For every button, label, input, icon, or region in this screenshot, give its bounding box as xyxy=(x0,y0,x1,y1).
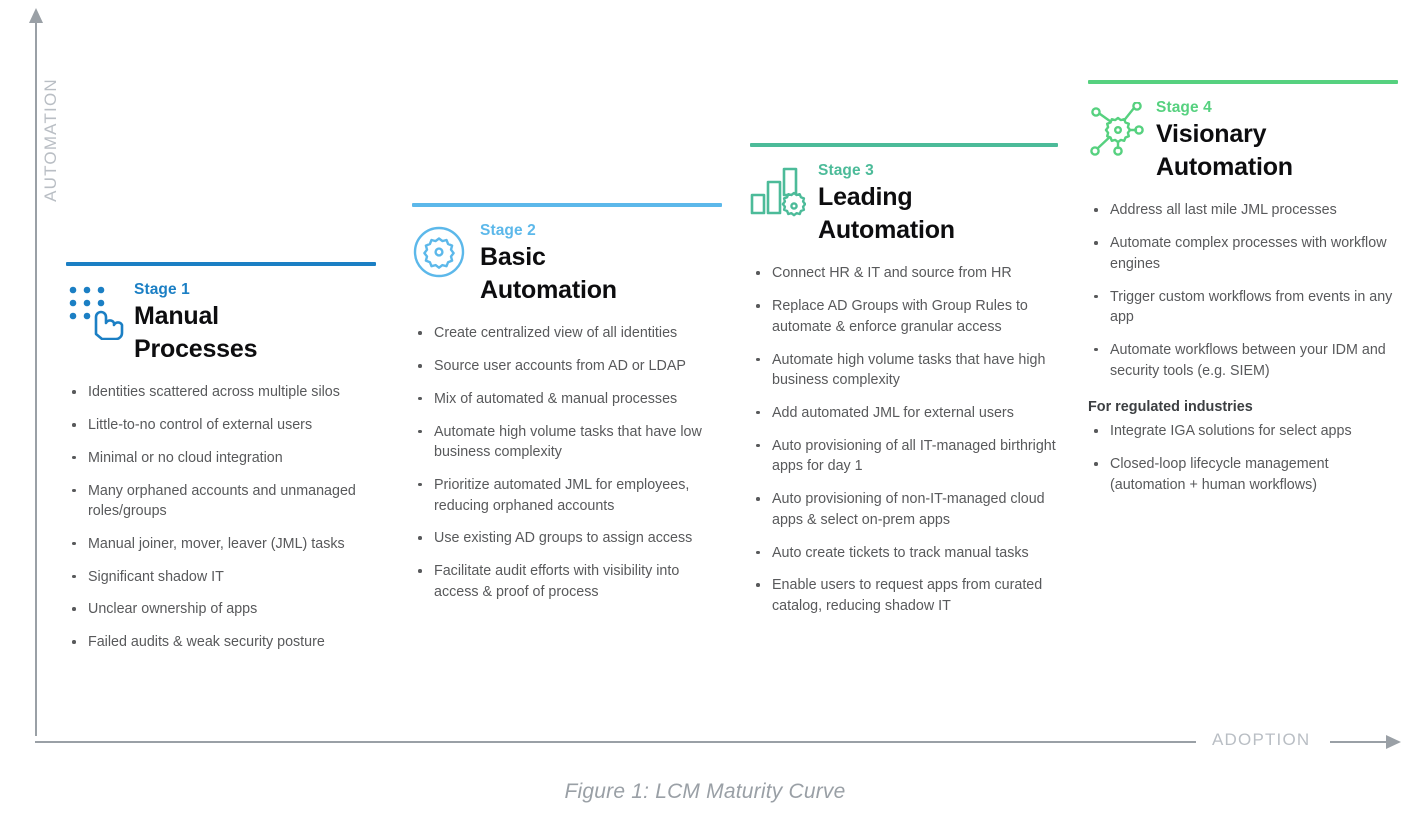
list-item: Unclear ownership of apps xyxy=(66,599,376,620)
stage-card-3: Stage 3 Leading Automation Connect HR & … xyxy=(750,143,1058,629)
bar-chart-gear-icon xyxy=(750,161,816,219)
stage-bullets-4: Address all last mile JML processes Auto… xyxy=(1088,200,1398,381)
stage-title-line2: Automation xyxy=(1156,153,1293,182)
stage-title-line1: Basic xyxy=(480,243,546,272)
stage-title-line2: Automation xyxy=(480,276,617,305)
stage-title-2: Basic Automation xyxy=(480,241,690,307)
keypad-hand-icon xyxy=(66,280,132,340)
regulated-industries-heading: For regulated industries xyxy=(1088,399,1253,416)
list-item: Manual joiner, mover, leaver (JML) tasks xyxy=(66,534,376,555)
stage-title-3: Leading Automation xyxy=(818,181,1048,247)
stage-title-line1: Visionary xyxy=(1156,120,1267,149)
x-axis-label: ADOPTION xyxy=(1212,730,1311,749)
list-item: Auto provisioning of non-IT-managed clou… xyxy=(750,489,1058,530)
list-item: Replace AD Groups with Group Rules to au… xyxy=(750,296,1058,337)
stage-bullets-1: Identities scattered across multiple sil… xyxy=(66,382,376,652)
list-item: Failed audits & weak security posture xyxy=(66,632,376,653)
stage-title-4: Visionary Automation xyxy=(1156,118,1386,184)
list-item: Add automated JML for external users xyxy=(750,403,1058,424)
stage-rule-3 xyxy=(750,143,1058,147)
list-item: Create centralized view of all identitie… xyxy=(412,323,722,344)
list-item: Source user accounts from AD or LDAP xyxy=(412,356,722,377)
list-item: Use existing AD groups to assign access xyxy=(412,528,722,549)
list-item: Auto create tickets to track manual task… xyxy=(750,543,1058,564)
stage-card-4: Stage 4 Visionary Automation Address all… xyxy=(1088,80,1398,508)
list-item: Automate workflows between your IDM and … xyxy=(1088,340,1398,381)
gear-circle-icon xyxy=(412,221,478,279)
list-item: Minimal or no cloud integration xyxy=(66,448,376,469)
stage-label-3: Stage 3 xyxy=(818,162,874,179)
list-item: Address all last mile JML processes xyxy=(1088,200,1398,221)
list-item: Mix of automated & manual processes xyxy=(412,389,722,410)
list-item: Automate high volume tasks that have hig… xyxy=(750,350,1058,391)
stage-title-line1: Leading xyxy=(818,183,913,212)
list-item: Many orphaned accounts and unmanaged rol… xyxy=(66,481,376,522)
y-axis-arrowhead xyxy=(29,8,43,23)
stage-label-4: Stage 4 xyxy=(1156,99,1212,116)
x-axis-line-segment xyxy=(1330,741,1388,743)
list-item: Facilitate audit efforts with visibility… xyxy=(412,561,722,602)
x-axis-line xyxy=(35,741,1196,743)
list-item: Connect HR & IT and source from HR xyxy=(750,263,1058,284)
list-item: Closed-loop lifecycle management (automa… xyxy=(1088,454,1398,495)
stage-card-1: Stage 1 Manual Processes Identities scat… xyxy=(66,262,376,665)
stage-title-line2: Processes xyxy=(134,335,258,364)
y-axis-label: AUTOMATION xyxy=(41,78,60,202)
list-item: Enable users to request apps from curate… xyxy=(750,575,1058,616)
list-item: Prioritize automated JML for employees, … xyxy=(412,475,722,516)
stage-rule-4 xyxy=(1088,80,1398,84)
stage-card-2: Stage 2 Basic Automation Create centrali… xyxy=(412,203,722,615)
x-axis-arrowhead xyxy=(1386,735,1401,749)
list-item: Automate complex processes with workflow… xyxy=(1088,233,1398,274)
stage-bullets-4-regulated: Integrate IGA solutions for select apps … xyxy=(1088,421,1398,495)
list-item: Automate high volume tasks that have low… xyxy=(412,422,722,463)
list-item: Significant shadow IT xyxy=(66,567,376,588)
stage-rule-2 xyxy=(412,203,722,207)
list-item: Integrate IGA solutions for select apps xyxy=(1088,421,1398,442)
list-item: Identities scattered across multiple sil… xyxy=(66,382,376,403)
stage-title-1: Manual Processes xyxy=(134,300,344,366)
list-item: Auto provisioning of all IT-managed birt… xyxy=(750,436,1058,477)
stage-bullets-3: Connect HR & IT and source from HR Repla… xyxy=(750,263,1058,616)
figure-caption: Figure 1: LCM Maturity Curve xyxy=(564,780,846,803)
y-axis-line xyxy=(35,22,37,736)
stage-label-2: Stage 2 xyxy=(480,222,536,239)
stage-rule-1 xyxy=(66,262,376,266)
stage-bullets-2: Create centralized view of all identitie… xyxy=(412,323,722,602)
list-item: Trigger custom workflows from events in … xyxy=(1088,287,1398,328)
stage-title-line2: Automation xyxy=(818,216,955,245)
stage-label-1: Stage 1 xyxy=(134,281,190,298)
network-gear-icon xyxy=(1088,98,1154,158)
list-item: Little-to-no control of external users xyxy=(66,415,376,436)
stage-title-line1: Manual xyxy=(134,302,219,331)
